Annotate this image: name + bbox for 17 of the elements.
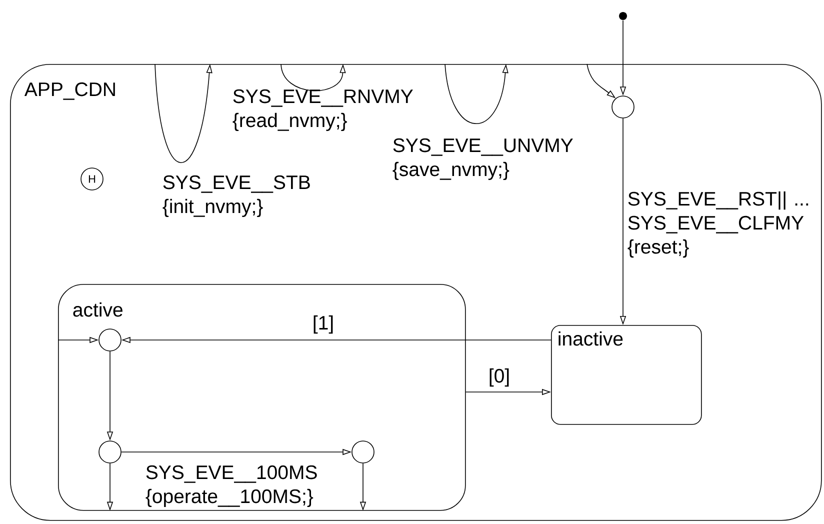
default-transition-dot [619,12,627,20]
junction-circle [612,96,634,118]
transition-label: [0] [490,368,509,387]
transition-arrow [154,64,212,163]
transition-label: [1] [314,315,333,334]
transition-label: SYS_EVE__RNVMY {read_nvmy;} [232,89,413,132]
junction-circle [98,440,122,464]
transition-label: SYS_EVE__STB {init_nvmy;} [162,175,310,218]
transition-arrow [280,64,346,91]
transition-label: SYS_EVE__UNVMY {save_nvmy;} [392,138,573,180]
junction-circle [352,440,374,464]
transition-arrow [444,64,508,124]
junction-circle [98,328,122,352]
state-box: inactive [551,324,702,425]
history-junction: H [80,168,104,190]
transition-label: SYS_EVE__RST|| ... SYS_EVE__CLFMY {reset;} [628,191,808,258]
transition-label: SYS_EVE__100MS {operate__100MS;} [146,465,317,508]
